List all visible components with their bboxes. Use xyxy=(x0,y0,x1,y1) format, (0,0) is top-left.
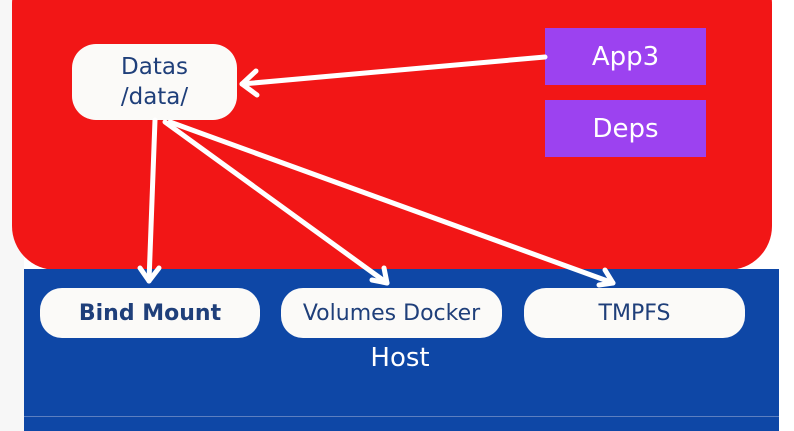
volumes-docker-node: Volumes Docker xyxy=(281,288,502,338)
volumes-docker-label: Volumes Docker xyxy=(302,300,481,326)
app3-node: App3 xyxy=(545,28,706,85)
host-label: Host xyxy=(370,343,430,373)
bind-mount-node: Bind Mount xyxy=(40,288,260,338)
datas-title: Datas xyxy=(121,54,188,80)
app3-label: App3 xyxy=(591,41,660,72)
tmpfs-label: TMPFS xyxy=(598,300,671,326)
host-base-line xyxy=(24,416,779,417)
tmpfs-node: TMPFS xyxy=(524,288,745,338)
deps-node: Deps xyxy=(545,100,706,157)
datas-path: /data/ xyxy=(120,84,189,110)
deps-label: Deps xyxy=(592,113,659,144)
bind-mount-label: Bind Mount xyxy=(78,300,222,326)
datas-node: Datas /data/ xyxy=(72,44,237,120)
